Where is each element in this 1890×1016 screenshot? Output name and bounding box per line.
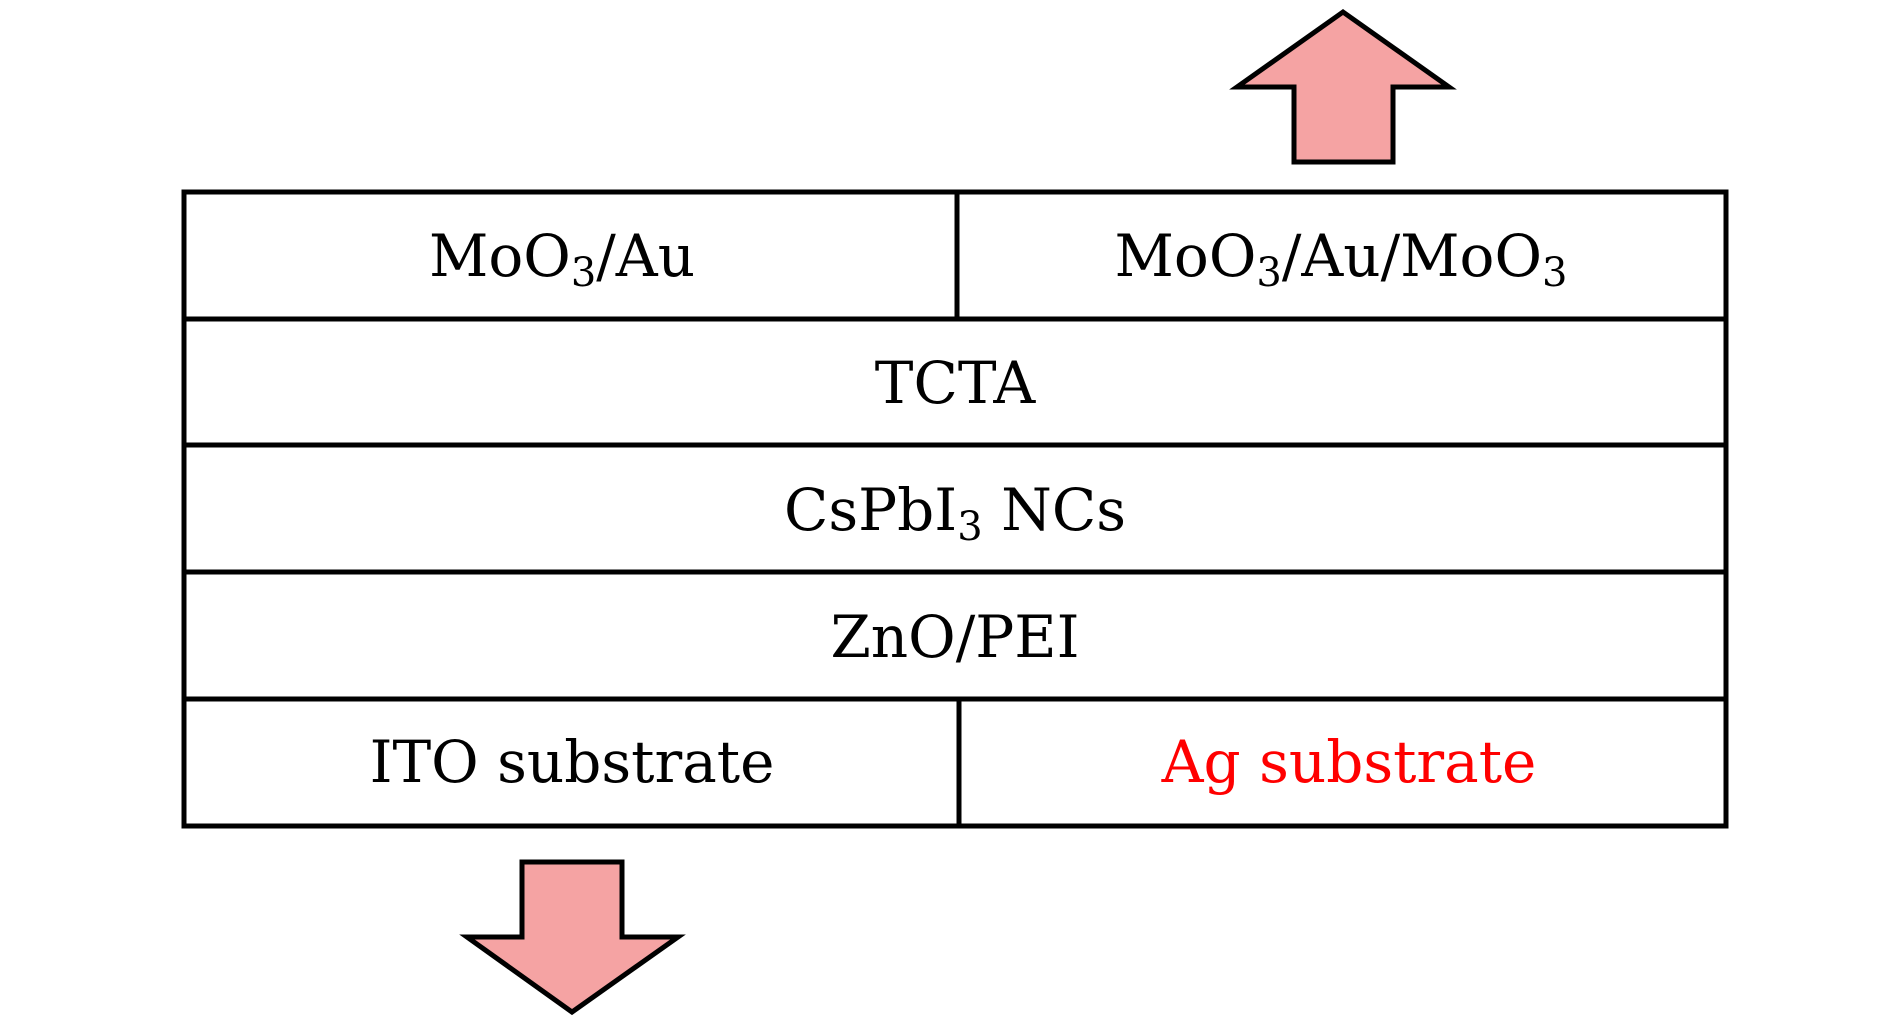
layer-etl-label: ZnO/PEI (830, 603, 1079, 671)
emission-arrow-up-icon (1229, 8, 1457, 165)
layer-top-right-label: MoO3/Au/MoO3 (1115, 222, 1568, 296)
layer-top-left-label: MoO3/Au (429, 222, 695, 296)
layer-nc-label: CsPbI3 NCs (784, 476, 1126, 550)
layer-tcta-label: TCTA (875, 349, 1037, 417)
layer-bottom-left-label: ITO substrate (370, 728, 775, 796)
layer-bottom-right-label: Ag substrate (1161, 728, 1537, 796)
emission-arrow-down-icon (459, 859, 686, 1016)
